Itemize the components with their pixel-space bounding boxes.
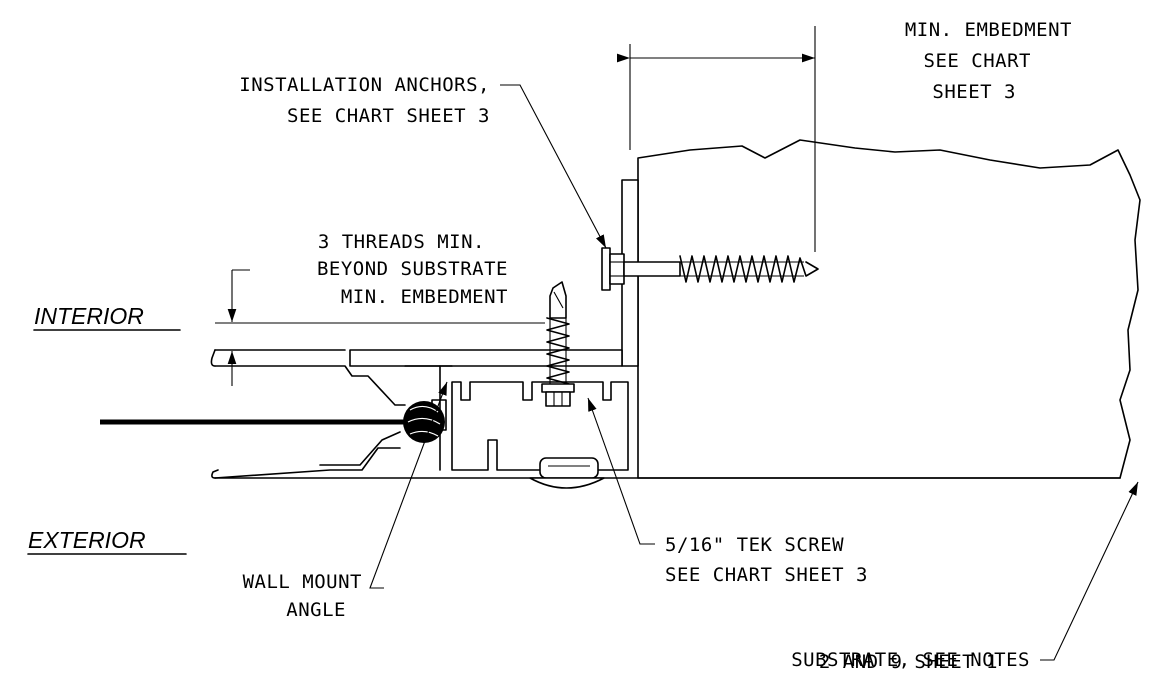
tek-screw-label-line1: 5/16" TEK SCREW [665,534,844,556]
substrate-label-line1: SUBSTRATE, SEE NOTES [791,649,1030,671]
wall-mount-angle-label-line2: ANGLE [286,599,346,621]
embedment-dimension [616,26,816,252]
threads-label-line1: 3 THREADS MIN. [318,231,485,253]
min-embedment-label-line3: SHEET 3 [932,81,1016,103]
substrate [214,139,1141,479]
substrate-label-line2: 2 AND 9 SHEET 1 [819,651,998,673]
threads-dimension [215,270,545,386]
substrate-body [637,139,1141,479]
min-embedment-label-line2: SEE CHART [924,50,1031,72]
leaders [232,84,1139,661]
interior-label: INTERIOR [34,303,144,329]
installation-anchors-label-line2: SEE CHART SHEET 3 [287,105,490,127]
setting-block [529,457,605,489]
tek-screw-label-line2: SEE CHART SHEET 3 [665,564,868,586]
threads-label-line3: MIN. EMBEDMENT [341,286,508,308]
tek-screw [541,281,575,407]
installation-anchors-label-line1: INSTALLATION ANCHORS, [239,74,490,96]
labels: MIN. EMBEDMENT SEE CHART SHEET 3 INSTALL… [27,19,1072,673]
glazing [100,401,445,443]
installation-anchor [601,247,819,291]
threads-label-line2: BEYOND SUBSTRATE [317,258,508,280]
min-embedment-label-line1: MIN. EMBEDMENT [905,19,1072,41]
wall-mount-angle-label-line1: WALL MOUNT [243,571,362,593]
exterior-label: EXTERIOR [28,527,146,553]
